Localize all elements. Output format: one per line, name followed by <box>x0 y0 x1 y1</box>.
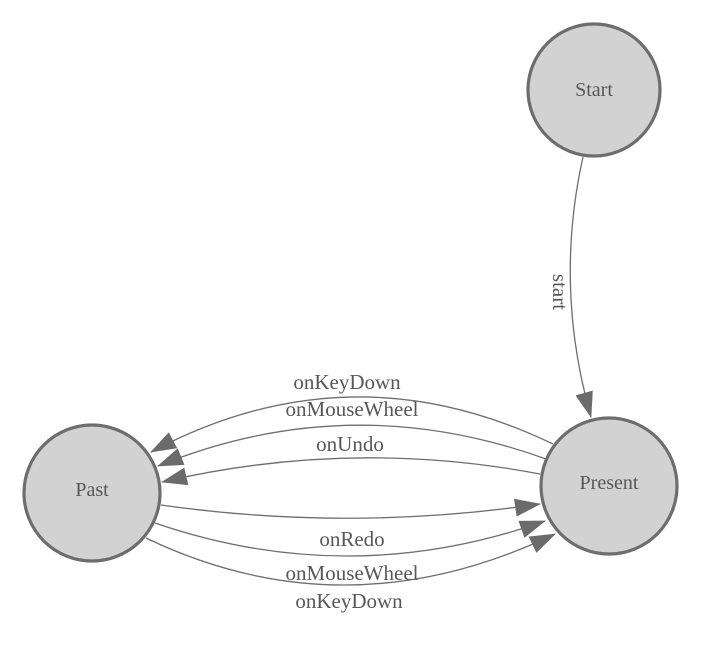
edge-label-onredo: onRedo <box>319 527 384 551</box>
edge-start-to-present: start <box>548 156 593 418</box>
edge-past-to-present-onmousewheel: onMouseWheel <box>154 520 546 585</box>
edge-past-to-present-onredo: onRedo <box>160 498 541 551</box>
edge-present-to-past-onundo: onUndo <box>161 432 541 486</box>
edge-present-to-past-onkeydown: onKeyDown <box>150 370 554 453</box>
edge-label-onmousewheel-bottom: onMouseWheel <box>286 561 419 585</box>
edge-onmousewheel-bottom-path <box>154 520 546 557</box>
node-past-circle <box>22 423 162 563</box>
node-present: Present <box>539 416 679 556</box>
edge-onredo-path <box>160 498 541 519</box>
edge-label-onkeydown-bottom: onKeyDown <box>295 589 403 613</box>
node-start-label: Start <box>575 79 613 101</box>
edge-onkeydown-bottom-path <box>145 533 556 586</box>
edge-start-path <box>569 156 593 418</box>
node-start: Start <box>526 22 662 158</box>
node-present-label: Present <box>580 472 639 494</box>
edge-onundo-path <box>161 457 541 486</box>
node-present-circle <box>539 416 679 556</box>
edge-onkeydown-top-path <box>150 396 554 453</box>
edge-onmousewheel-top-path <box>157 424 547 467</box>
node-past-label: Past <box>75 479 109 501</box>
edge-present-to-past-onmousewheel: onMouseWheel <box>157 397 547 467</box>
edge-label-onmousewheel-top: onMouseWheel <box>286 397 419 421</box>
node-start-circle <box>526 22 662 158</box>
node-past: Past <box>22 423 162 563</box>
edge-past-to-present-onkeydown: onKeyDown <box>145 533 556 613</box>
edge-label-onkeydown-top: onKeyDown <box>293 370 401 394</box>
edge-label-start: start <box>548 274 572 310</box>
edge-label-onundo: onUndo <box>316 432 384 456</box>
